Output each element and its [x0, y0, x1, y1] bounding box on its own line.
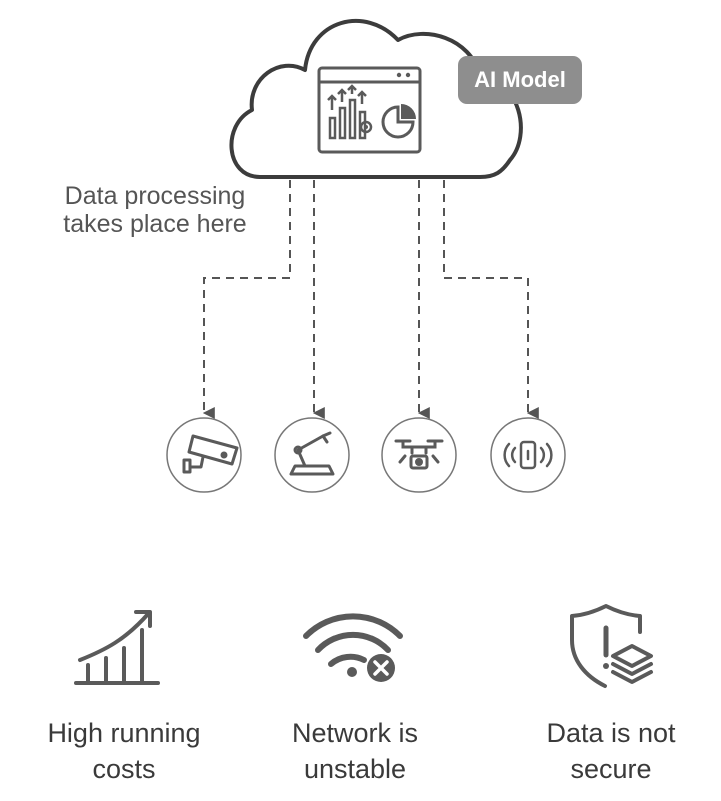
caption-line2: secure	[570, 754, 652, 784]
caption-line1: Network is	[291, 718, 419, 748]
rising-cost-chart-icon	[74, 610, 160, 685]
processing-note-line1: Data processing	[64, 182, 246, 210]
processing-note-line2: takes place here	[63, 210, 247, 238]
caption-line1: Data is not	[546, 718, 676, 748]
connector-sensor	[443, 180, 539, 419]
problem-caption-costs: High running costs	[24, 715, 224, 787]
problem-caption-network: Network is unstable	[255, 715, 455, 787]
caption-line2: costs	[92, 754, 156, 784]
robot-arm-icon	[289, 431, 335, 476]
shield-warning-icon	[570, 604, 653, 688]
processing-note: Data processing takes place here	[40, 182, 270, 238]
iot-sensor-icon	[503, 440, 553, 470]
dashboard-window-icon	[317, 66, 422, 154]
cloud-icon	[229, 18, 523, 179]
device-security-camera	[166, 417, 242, 493]
security-camera-icon	[182, 434, 239, 474]
wifi-error-icon	[303, 613, 403, 682]
data-flow-connectors	[202, 180, 539, 419]
ai-model-badge: AI Model	[458, 56, 582, 104]
caption-line1: High running	[47, 718, 201, 748]
problem-caption-security: Data is not secure	[511, 715, 711, 787]
connector-camera	[202, 180, 291, 419]
device-robot-arm	[274, 417, 350, 493]
drone-icon	[394, 439, 444, 470]
device-drone	[381, 417, 457, 493]
device-iot-sensor	[490, 417, 566, 493]
caption-line2: unstable	[303, 754, 407, 784]
